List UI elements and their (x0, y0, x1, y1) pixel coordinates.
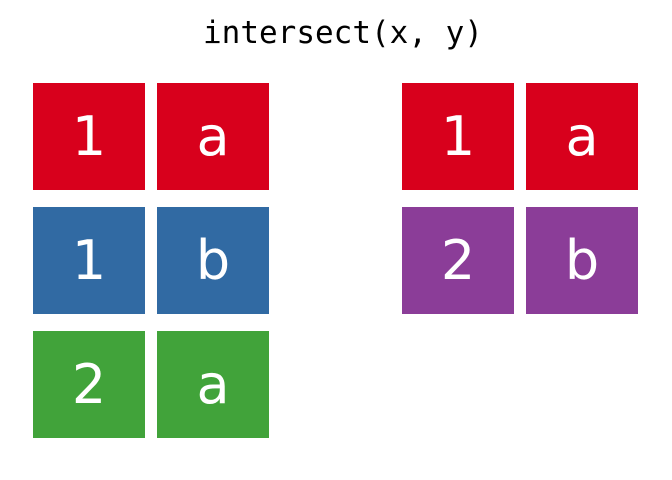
table-x-cell-r0c0: 1 (33, 83, 145, 190)
diagram-title: intersect(x, y) (203, 15, 483, 51)
table-x-cell-r1c1: b (157, 207, 269, 314)
table-y: 1 a 2 b (402, 83, 638, 314)
table-x-cell-r2c1: a (157, 331, 269, 438)
table-y-cell-r1c1: b (526, 207, 638, 314)
table-y-cell-r1c0: 2 (402, 207, 514, 314)
table-x-cell-r2c0: 2 (33, 331, 145, 438)
table-x-cell-r0c1: a (157, 83, 269, 190)
table-y-cell-r0c0: 1 (402, 83, 514, 190)
table-x: 1 a 1 b 2 a (33, 83, 269, 438)
table-x-cell-r1c0: 1 (33, 207, 145, 314)
table-y-cell-r0c1: a (526, 83, 638, 190)
